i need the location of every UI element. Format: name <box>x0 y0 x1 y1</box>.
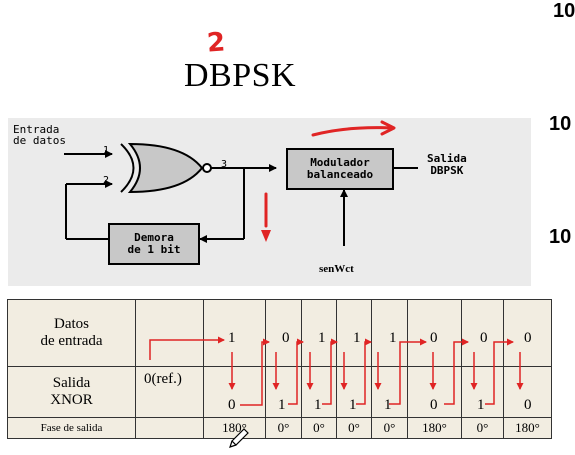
inverter-bubble-icon <box>202 163 212 173</box>
data-bit: 1 <box>389 330 397 346</box>
data-bit: 1 <box>318 330 326 346</box>
row-label: Salida XNOR <box>7 366 136 418</box>
data-bit: 0 <box>282 330 290 346</box>
output-label: Salida DBPSK <box>427 152 467 177</box>
xnor-bit: 1 <box>314 397 322 413</box>
xnor-input-curve <box>120 143 135 193</box>
page-title: DBPSK <box>184 57 297 94</box>
block-diagram: Entrada de datos 1 2 3 Modulador balance… <box>8 118 531 286</box>
row-label: Fase de salida <box>7 417 136 439</box>
data-bit: 0 <box>524 330 532 346</box>
phase-value: 0° <box>301 417 337 439</box>
phase-value: 0° <box>336 417 372 439</box>
phase-value: 180° <box>203 417 266 439</box>
dbpsk-phase-table: Datos de entrada 1 0 1 1 1 0 0 0 Salida … <box>7 299 552 439</box>
phase-value: 0° <box>371 417 408 439</box>
pin-label: 1 <box>103 145 110 156</box>
xnor-bit: 0 <box>430 397 438 413</box>
xnor-bit: 1 <box>278 397 286 413</box>
cropped-number: 10 <box>553 0 575 22</box>
row-label: Datos de entrada <box>7 299 136 367</box>
table-row: Salida XNOR 0(ref.) 0 1 1 1 1 0 1 0 <box>7 366 552 418</box>
red-arrowhead-annotation <box>261 230 271 242</box>
data-bit: 1 <box>228 330 236 346</box>
modulator-block: Modulador balanceado <box>286 148 394 190</box>
diagram-wiring <box>64 120 418 246</box>
data-bit: 0 <box>430 330 438 346</box>
data-bit: 1 <box>353 330 361 346</box>
handwritten-number-annotation: 2 <box>205 27 227 59</box>
xnor-bit: 1 <box>384 397 392 413</box>
pin-label: 3 <box>221 159 228 170</box>
xnor-bit: 1 <box>349 397 357 413</box>
xnor-bit: 1 <box>477 397 485 413</box>
table-row: Fase de salida 180° 0° 0° 0° 0° 180° 0° … <box>7 417 552 439</box>
cropped-number: 10 <box>549 113 572 135</box>
input-label: Entrada de datos <box>13 123 66 147</box>
table-row: Datos de entrada 1 0 1 1 1 0 0 0 <box>7 299 552 367</box>
phase-value: 180° <box>503 417 552 439</box>
phase-value: 0° <box>461 417 504 439</box>
red-arrow-annotation <box>311 126 394 137</box>
carrier-label: senWct <box>319 263 354 275</box>
xnor-gate-icon <box>127 142 204 194</box>
pin-label: 2 <box>103 175 110 186</box>
xnor-bit: 0 <box>524 397 532 413</box>
delay-block: Demora de 1 bit <box>108 223 200 265</box>
cropped-number: 10 <box>549 226 572 248</box>
data-bit: 0 <box>480 330 488 346</box>
red-arrowhead-annotation <box>380 120 396 136</box>
phase-value: 180° <box>407 417 462 439</box>
reference-label: 0(ref.) <box>144 371 182 387</box>
phase-value: 0° <box>265 417 302 439</box>
xnor-bit: 0 <box>228 397 236 413</box>
